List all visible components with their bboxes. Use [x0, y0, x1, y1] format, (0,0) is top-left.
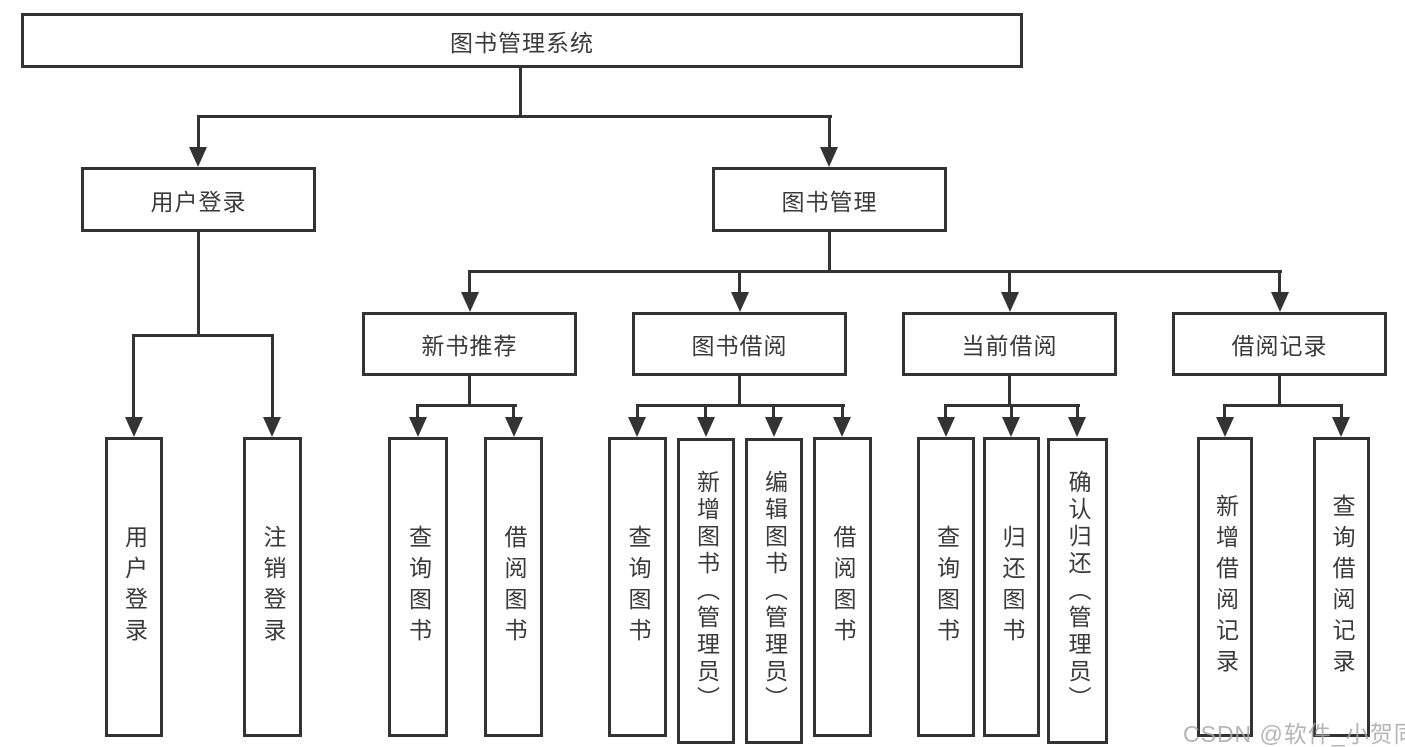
arrow-down-icon [125, 417, 143, 437]
connector-drop [841, 404, 844, 419]
arrow-down-icon [409, 417, 427, 437]
node-borrow-record: 借阅记录 [1172, 312, 1387, 376]
arrow-down-icon [505, 417, 523, 437]
connector-drop [704, 404, 707, 419]
arrow-down-icon [189, 147, 207, 167]
connector-current-borrow-stem [1008, 376, 1011, 407]
connector-root-branch [197, 115, 832, 118]
arrow-down-icon [937, 417, 955, 437]
connector-new-book-branch [416, 404, 517, 407]
arrow-down-icon [1002, 417, 1020, 437]
leaf-query-book-current: 查询图书 [917, 437, 975, 737]
connector-borrow-record-branch [1223, 404, 1343, 407]
arrow-down-icon [1332, 417, 1350, 437]
arrow-down-icon [628, 417, 646, 437]
connector-drop-leaf-login [132, 334, 135, 419]
connector-book-borrow-stem [738, 376, 741, 407]
arrow-down-icon [765, 417, 783, 437]
arrow-down-icon [820, 147, 838, 167]
connector-drop-current-borrow [1008, 270, 1011, 294]
connector-drop [772, 404, 775, 419]
node-new-book-recommend: 新书推荐 [362, 312, 577, 376]
connector-user-login-stem [197, 232, 200, 337]
arrow-down-icon [1001, 292, 1019, 312]
connector-drop-leaf-logout [271, 334, 274, 419]
connector-new-book-stem [468, 376, 471, 407]
connector-drop [416, 404, 419, 419]
arrow-down-icon [697, 417, 715, 437]
connector-drop [944, 404, 947, 419]
node-user-login: 用户登录 [81, 167, 316, 232]
connector-drop-book-management [828, 115, 831, 149]
connector-drop [1076, 404, 1079, 419]
arrow-down-icon [1271, 292, 1289, 312]
arrow-down-icon [263, 417, 281, 437]
leaf-query-book-recommend: 查询图书 [388, 437, 448, 737]
leaf-add-borrow-record: 新增借阅记录 [1197, 437, 1253, 737]
connector-drop [636, 404, 639, 419]
connector-drop-new-book [468, 270, 471, 294]
leaf-borrow-book-recommend: 借阅图书 [484, 437, 543, 737]
node-book-management: 图书管理 [712, 167, 947, 232]
node-book-borrow: 图书借阅 [632, 312, 847, 376]
connector-drop-book-borrow [738, 270, 741, 294]
arrow-down-icon [461, 292, 479, 312]
connector-drop [1010, 404, 1013, 419]
node-root-system: 图书管理系统 [21, 13, 1023, 68]
connector-user-login-branch [132, 334, 274, 337]
leaf-user-login: 用户登录 [105, 437, 163, 737]
leaf-logout: 注销登录 [243, 437, 302, 737]
leaf-edit-book-admin: 编辑图书（管理员） [745, 438, 803, 744]
arrow-down-icon [1068, 417, 1086, 437]
leaf-confirm-return-admin: 确认归还（管理员） [1047, 438, 1108, 744]
connector-root-stem [519, 68, 522, 118]
connector-drop-user-login [197, 115, 200, 149]
arrow-down-icon [1216, 417, 1234, 437]
connector-drop [512, 404, 515, 419]
leaf-query-borrow-record: 查询借阅记录 [1313, 437, 1370, 737]
connector-book-management-branch [468, 270, 1282, 273]
connector-book-borrow-branch [636, 404, 845, 407]
connector-drop [1223, 404, 1226, 419]
connector-book-management-stem [828, 232, 831, 273]
arrow-down-icon [731, 292, 749, 312]
connector-drop [1340, 404, 1343, 419]
connector-drop-borrow-record [1278, 270, 1281, 294]
leaf-query-book-borrow: 查询图书 [608, 437, 667, 737]
connector-borrow-record-stem [1278, 376, 1281, 407]
leaf-add-book-admin: 新增图书（管理员） [677, 438, 735, 744]
arrow-down-icon [833, 417, 851, 437]
leaf-return-book: 归还图书 [983, 437, 1040, 737]
csdn-watermark: CSDN @软件_小贺同学 [1183, 721, 1405, 747]
node-current-borrow: 当前借阅 [902, 312, 1117, 376]
leaf-borrow-book: 借阅图书 [813, 437, 872, 737]
